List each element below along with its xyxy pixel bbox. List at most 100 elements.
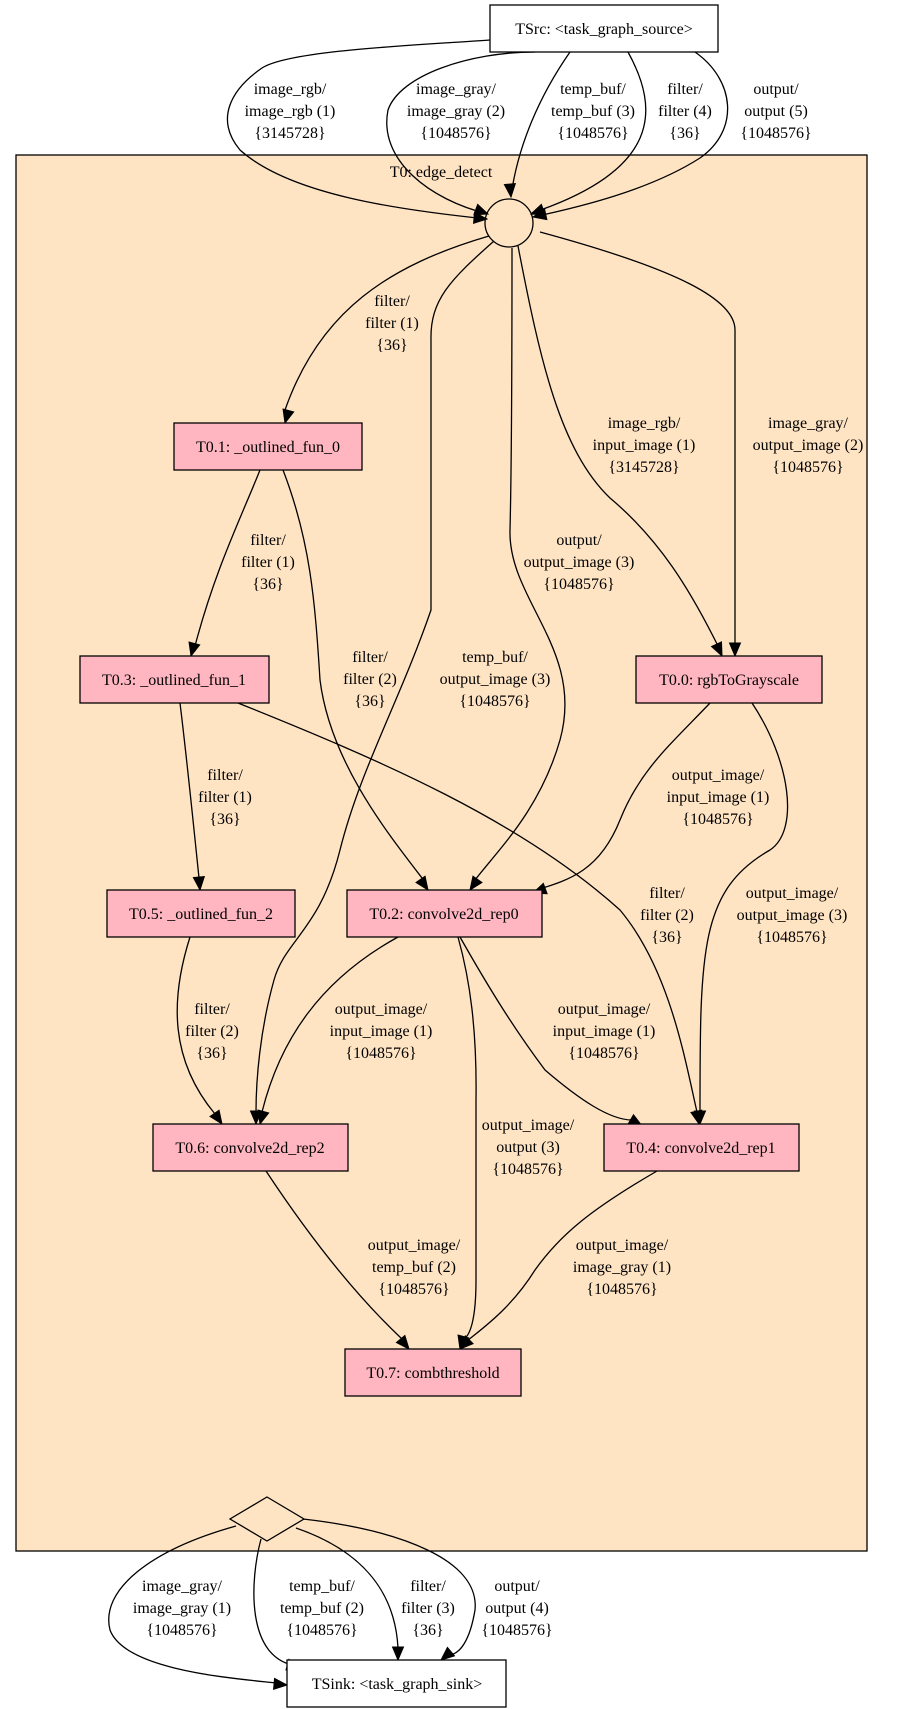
edge-t00-t02 [535,702,711,891]
edge-label-t03-t05: filter/filter (1){36} [198,767,252,828]
edge-label-line: {1048576} [756,929,827,946]
edge-label-in-image-gray-t00: image_gray/output_image (2){1048576} [753,415,864,476]
edge-label-line: {1048576} [286,1622,357,1639]
edge-label-line: output (4) [485,1600,549,1617]
edge-label-line: {1048576} [378,1281,449,1298]
edge-in-filter-t01-arrowhead [282,408,295,425]
edge-label-t02-t04: output_image/input_image (1){1048576} [553,1001,656,1062]
edge-label-t02-t06: output_image/input_image (1){1048576} [330,1001,433,1062]
edge-label-line: {36} [252,576,283,593]
node-t07: T0.7: combthreshold [344,1348,522,1397]
edge-label-line: output_image (2) [753,437,864,454]
edge-t03-t05-arrowhead [192,876,206,892]
node-t07-label: T0.7: combthreshold [366,1365,499,1382]
edge-label-line: {36} [196,1045,227,1062]
edge-label-line: {1048576} [772,459,843,476]
edge-label-line: {1048576} [568,1045,639,1062]
edge-label-line: input_image (1) [667,789,770,806]
node-t00: T0.0: rgbToGrayscale [635,655,823,704]
edge-label-line: filter/ [649,885,685,902]
edge-label-src-filter: filter/filter (4){36} [658,81,712,142]
edge-out-temp-buf [253,1538,299,1667]
edge-label-line: {36} [412,1622,443,1639]
edge-label-line: {1048576} [682,811,753,828]
node-source: TSrc: <task_graph_source> [489,4,719,53]
edge-label-line: image_gray/ [416,81,497,98]
edge-label-line: {1048576} [459,693,530,710]
edge-src-image-gray-arrowhead [473,203,490,216]
edge-t04-t07-arrowhead [459,1335,474,1350]
edge-label-line: output_image/ [576,1237,669,1254]
edge-label-line: image_gray (2) [407,103,505,120]
edge-label-line: output/ [753,81,799,98]
cluster-label: T0: edge_detect [390,164,493,181]
edge-label-line: temp_buf (2) [372,1259,456,1276]
edge-label-line: filter (2) [185,1023,239,1040]
edge-label-src-output: output/output (5){1048576} [740,81,811,142]
edge-label-out-image-gray: image_gray/image_gray (1) {1048576} [133,1578,231,1639]
edge-label-line: {36} [354,693,385,710]
edge-label-line: image_rgb/ [608,415,681,432]
node-source-label: TSrc: <task_graph_source> [515,21,693,38]
edge-t02-t06 [261,936,399,1113]
edge-t02-t04 [459,936,633,1121]
edge-in-image-gray-t00 [539,231,736,644]
edge-label-line: filter (2) [343,671,397,688]
edge-in-image-gray-t00-arrowhead [728,642,742,658]
edge-label-line: filter (2) [640,907,694,924]
edge-out-output [302,1518,476,1656]
edge-label-line: filter/ [352,649,388,666]
edges-layer [108,39,789,1691]
edge-label-src-temp-buf: temp_buf/temp_buf (3){1048576} [551,81,635,142]
edge-label-line: image_gray (1) [573,1259,671,1276]
edge-label-line: output_image/ [335,1001,428,1018]
edge-t03-t04 [237,702,698,1113]
edge-src-temp-buf [510,51,571,197]
edge-in-output-t02 [474,247,566,881]
edge-label-line: output/ [556,532,602,549]
edge-in-image-rgb-t00-arrowhead [710,641,723,658]
edge-t01-t03-arrowhead [188,641,201,658]
edge-label-t05-t06: filter/filter (2){36} [185,1001,239,1062]
edge-t00-t04-arrowhead [693,1110,707,1126]
edge-label-line: {1048576} [146,1622,217,1639]
edge-in-temp-buf-t06 [255,240,495,1113]
edge-label-line: filter (1) [241,554,295,571]
edge-label-line: filter (4) [658,103,712,120]
edge-label-line: output_image (3) [440,671,551,688]
node-t03-label: T0.3: _outlined_fun_1 [102,672,246,689]
edge-label-line: output_image/ [746,885,839,902]
edge-label-t04-t07: output_image/image_gray (1){1048576} [573,1237,671,1298]
node-t01-label: T0.1: _outlined_fun_0 [196,439,340,456]
edge-label-t02-t07: output_image/output (3){1048576} [482,1117,575,1178]
edge-t02-t06-arrowhead [257,1109,270,1126]
edge-t01-t02 [282,469,423,879]
edge-out-filter-arrowhead [391,1646,405,1662]
edge-t01-t02-arrowhead [415,875,429,892]
edge-label-line: {3145728} [608,459,679,476]
cluster-edge-detect [15,154,868,1552]
edge-label-line: temp_buf/ [462,649,528,666]
node-t04: T0.4: convolve2d_rep1 [603,1123,800,1172]
edge-label-t06-t07: output_image/temp_buf (2){1048576} [368,1237,461,1298]
edge-label-line: filter (3) [401,1600,455,1617]
edge-label-src-image-gray: image_gray/image_gray (2){1048576} [407,81,505,142]
edge-src-filter [531,51,647,214]
edge-label-src-image-rgb: image_rgb/image_rgb (1){3145728} [245,81,336,142]
edge-label-line: image_gray/ [142,1578,223,1595]
edge-label-t00-t02: output_image/input_image (1) {1048576} [667,767,770,828]
edge-label-line: output_image/ [482,1117,575,1134]
edge-label-line: output_image/ [672,767,765,784]
edge-label-line: image_gray (1) [133,1600,231,1617]
exit-diamond-node [228,1496,306,1542]
edge-label-line: input_image (1) [330,1023,433,1040]
edge-label-t03-t04: filter/filter (2){36} [640,885,694,946]
node-sink-label: TSink: <task_graph_sink> [312,1676,482,1693]
edge-label-line: output/ [494,1578,540,1595]
edge-label-out-temp-buf: temp_buf/temp_buf (2){1048576} [280,1578,364,1639]
edge-label-t01-t03: filter/filter (1){36} [241,532,295,593]
edge-label-line: temp_buf (2) [280,1600,364,1617]
edge-label-line: image_rgb (1) [245,103,336,120]
node-t02: T0.2: convolve2d_rep0 [346,889,543,938]
